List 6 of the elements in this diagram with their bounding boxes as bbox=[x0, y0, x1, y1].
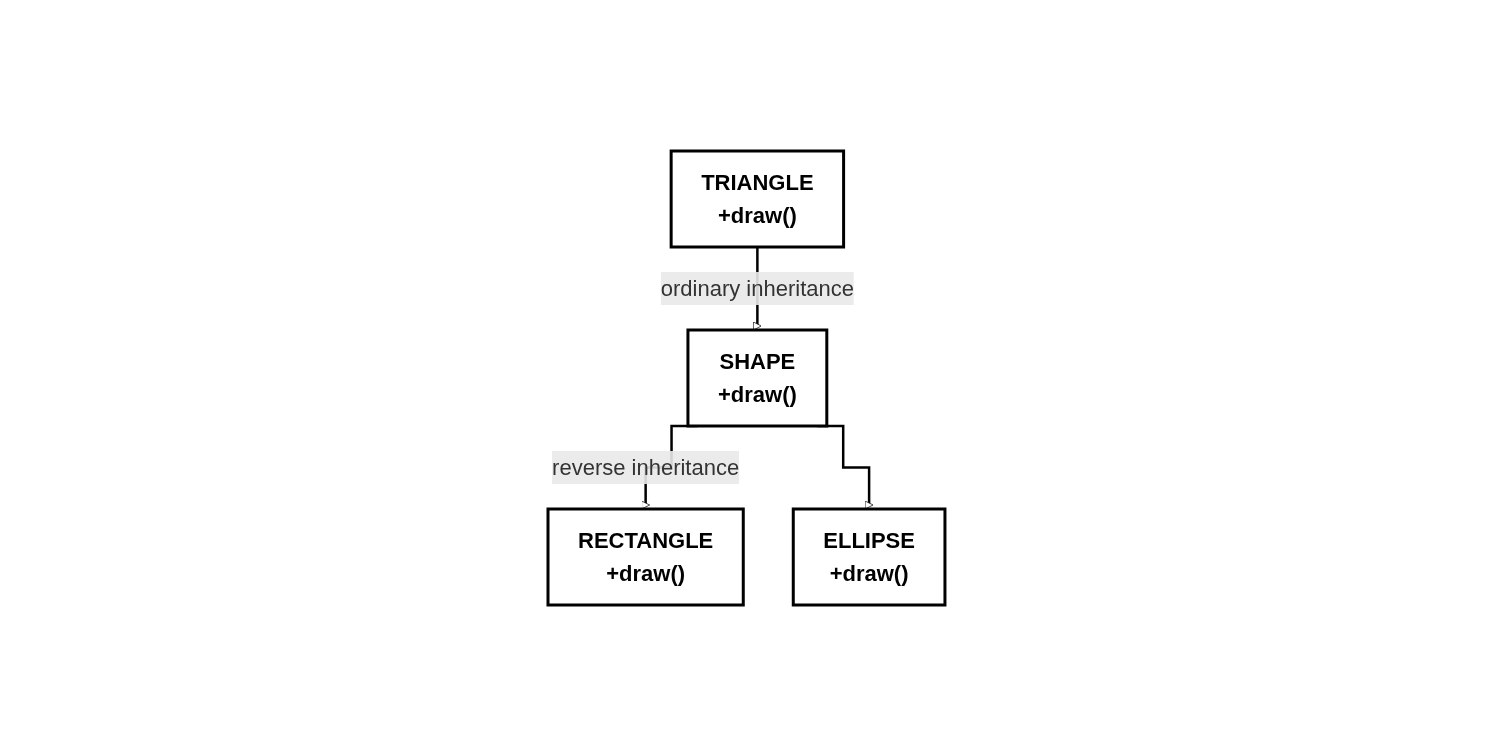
edge-label: reverse inheritance bbox=[551, 454, 739, 480]
node-box: TRIANGLE +draw() bbox=[669, 149, 845, 248]
node-box: ELLIPSE +draw() bbox=[791, 507, 946, 606]
edge-label: ordinary inheritance bbox=[660, 275, 854, 301]
node-box: RECTANGLE +draw() bbox=[546, 507, 745, 606]
node-box: SHAPE +draw() bbox=[685, 328, 828, 427]
